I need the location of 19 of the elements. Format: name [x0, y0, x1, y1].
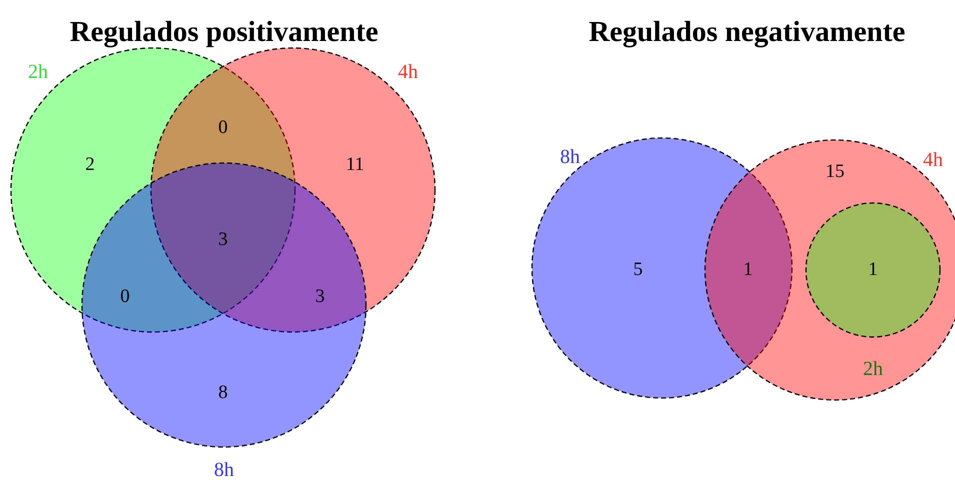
set-label: 8h	[560, 146, 580, 168]
region-count: 2	[85, 155, 95, 175]
region-count: 3	[315, 287, 325, 307]
region-count: 1	[868, 260, 878, 280]
panel-title: Regulados positivamente	[70, 16, 378, 48]
set-label: 4h	[923, 149, 943, 171]
region-count: 0	[218, 118, 228, 138]
region-count: 11	[346, 155, 364, 175]
set-label: 2h	[28, 61, 48, 83]
region-count: 5	[633, 260, 643, 280]
set-label: 2h	[863, 358, 883, 380]
region-count: 3	[218, 230, 228, 250]
set-label: 4h	[398, 61, 418, 83]
region-count: 8	[218, 383, 228, 403]
region-count: 1	[743, 260, 753, 280]
region-count: 0	[120, 287, 130, 307]
region-count: 15	[826, 162, 844, 182]
panel-title: Regulados negativamente	[588, 16, 906, 48]
set-label: 8h	[214, 459, 234, 481]
